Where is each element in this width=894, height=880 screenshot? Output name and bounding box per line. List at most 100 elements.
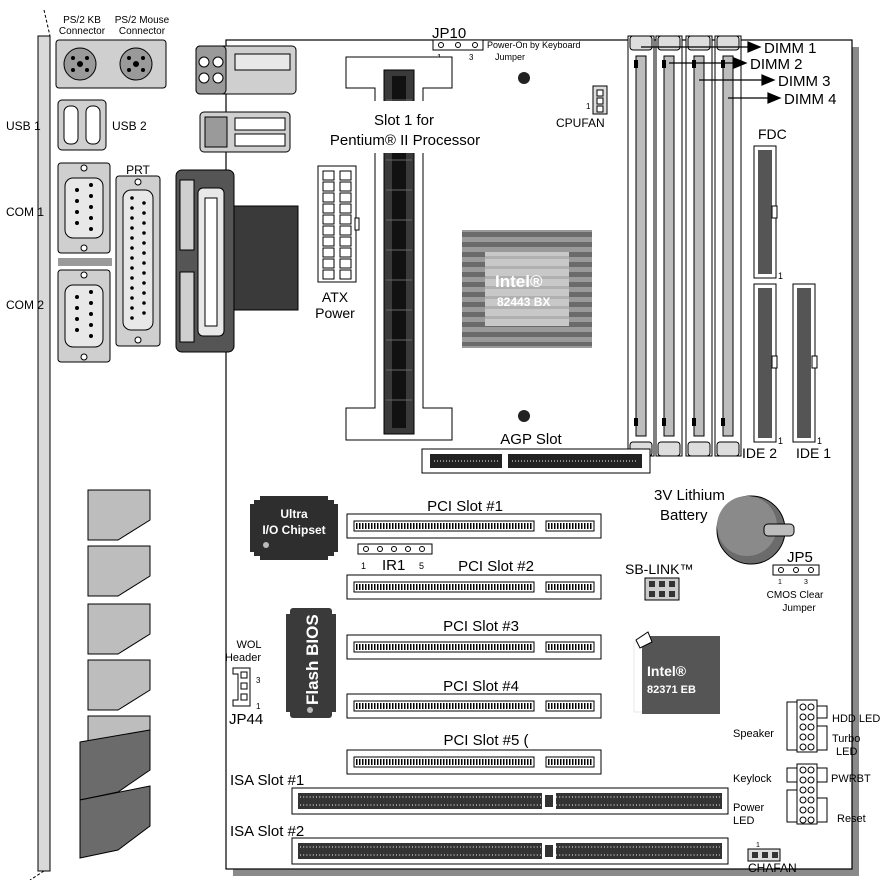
bx-brand: Intel® xyxy=(495,272,543,291)
dimm-slot xyxy=(655,35,683,457)
wol-line2: Header xyxy=(225,652,261,664)
pci-slot: PCI Slot #1 xyxy=(346,498,602,539)
intel-82443bx-chip: Intel® 82443 BX xyxy=(462,230,592,348)
atx-power-connector: ATX Power xyxy=(315,165,360,321)
board-parallel-stack xyxy=(175,169,299,353)
ultra-io-chip: Ultra I/O Chipset xyxy=(250,496,338,560)
usb1-label: USB 1 xyxy=(6,119,41,133)
power-led-label-2: LED xyxy=(733,815,754,827)
usb-ports xyxy=(57,99,107,151)
ultra-io-line1: Ultra xyxy=(280,507,308,521)
isa-slot xyxy=(291,787,729,815)
ide2-label: IDE 2 xyxy=(742,445,777,461)
dimm-slot xyxy=(685,35,713,457)
cpufan-header: 1 CPUFAN xyxy=(556,85,608,130)
ir1-pin1: 1 xyxy=(361,561,366,571)
pci-slot: PCI Slot #5 ( xyxy=(346,732,602,775)
pci3-label: PCI Slot #3 xyxy=(443,618,519,635)
pwrbt-label: PWRBT xyxy=(831,773,871,785)
dimm-slot xyxy=(627,35,655,457)
flash-bios-chip: Flash BIOS xyxy=(286,608,336,718)
chafan-pin: 1 xyxy=(756,842,760,849)
dimm1-label: DIMM 1 xyxy=(764,40,817,57)
back-panel: PS/2 KB Connector PS/2 Mouse Connector U… xyxy=(6,9,170,880)
dimm-slot xyxy=(714,35,742,457)
reset-label: Reset xyxy=(837,813,866,825)
isa-slots: ISA Slot #1 ISA Slot #2 xyxy=(230,772,729,865)
fdc-connector: FDC 1 xyxy=(753,126,787,281)
isa2-label: ISA Slot #2 xyxy=(230,823,304,840)
ide1-label: IDE 1 xyxy=(796,445,831,461)
slot-bracket-covers xyxy=(79,489,151,859)
jp10-title: JP10 xyxy=(432,25,466,42)
turbo-label-2: LED xyxy=(836,746,857,758)
jp44-label: JP44 xyxy=(229,711,263,728)
wol-header: WOL Header 3 1 JP44 xyxy=(225,639,263,728)
dimm3-label: DIMM 3 xyxy=(778,73,831,90)
fdc-label: FDC xyxy=(758,126,787,142)
pci-slot: PCI Slot #3 xyxy=(346,618,602,660)
wol-pin3: 3 xyxy=(256,676,261,685)
com-divider xyxy=(58,258,112,266)
com2-port xyxy=(57,269,111,363)
isa-slot xyxy=(291,837,729,865)
pci-slots: PCI Slot #1 PCI Slot #2 PCI Slot #3 PCI … xyxy=(346,498,602,775)
pci4-label: PCI Slot #4 xyxy=(443,678,519,695)
ide1-pin: 1 xyxy=(817,436,822,446)
turbo-label-1: Turbo xyxy=(832,733,860,745)
hdd-led-label: HDD LED xyxy=(832,713,880,725)
agp-label: AGP Slot xyxy=(500,431,562,448)
dimm-slots: DIMM 1 DIMM 2 DIMM 3 DIMM 4 xyxy=(627,35,837,457)
ir1-header: 1 IR1 5 xyxy=(357,543,433,574)
ps2-mouse-label-1: PS/2 Mouse xyxy=(115,15,170,26)
wol-line1: WOL xyxy=(236,639,261,651)
prt-label: PRT xyxy=(126,163,150,177)
eb-brand: Intel® xyxy=(647,663,687,679)
sblink-label: SB-LINK™ xyxy=(625,561,693,577)
usb2-label: USB 2 xyxy=(112,119,147,133)
chafan-header: 1 CHAFAN xyxy=(747,842,797,875)
printer-port xyxy=(115,175,161,347)
jp5-pin1: 1 xyxy=(778,579,782,586)
pci1-label: PCI Slot #1 xyxy=(427,498,503,515)
ps2-mouse-label-2: Connector xyxy=(119,26,166,37)
jp5-desc-2: Jumper xyxy=(782,603,816,614)
pci2-label: PCI Slot #2 xyxy=(458,558,534,575)
power-led-label-1: Power xyxy=(733,802,765,814)
cpufan-label: CPUFAN xyxy=(556,116,605,130)
slot1-label-1: Slot 1 for xyxy=(374,112,434,129)
jp5-title: JP5 xyxy=(787,549,813,566)
jp10-desc: Power-On by Keyboard xyxy=(487,40,581,50)
cpufan-pin: 1 xyxy=(586,102,591,111)
jp5-jumper: JP5 1 3 CMOS Clear Jumper xyxy=(767,549,824,614)
slot1-cpu: Slot 1 for Pentium® II Processor xyxy=(330,56,530,441)
pci-slot: PCI Slot #2 xyxy=(346,558,602,600)
ide2-connector: 1 IDE 2 xyxy=(742,283,783,461)
sblink-header: SB-LINK™ xyxy=(625,561,693,601)
com2-label: COM 2 xyxy=(6,298,44,312)
cmos-battery: 3V Lithium Battery xyxy=(654,487,795,565)
keylock-label: Keylock xyxy=(733,773,772,785)
battery-label-2: Battery xyxy=(660,507,708,524)
front-panel-header: Speaker HDD LED Turbo LED Keylock PWRBT … xyxy=(733,699,880,827)
pci5-label: PCI Slot #5 ( xyxy=(443,732,528,749)
jp5-pin3: 3 xyxy=(804,579,808,586)
battery-label-1: 3V Lithium xyxy=(654,487,725,504)
dimm2-label: DIMM 2 xyxy=(750,56,803,73)
fdc-pin: 1 xyxy=(778,271,783,281)
com1-port xyxy=(57,162,111,254)
speaker-label: Speaker xyxy=(733,728,774,740)
eb-model: 82371 EB xyxy=(647,684,696,696)
bx-model: 82443 BX xyxy=(497,295,550,309)
jp10-pin3: 3 xyxy=(469,53,474,62)
ir1-pin5: 5 xyxy=(419,561,424,571)
com1-label: COM 1 xyxy=(6,205,44,219)
isa1-label: ISA Slot #1 xyxy=(230,772,304,789)
mount-hole xyxy=(518,410,530,422)
ps2-connectors xyxy=(55,39,167,89)
ultra-io-line2: I/O Chipset xyxy=(262,523,325,537)
board-ps2-usb-stack xyxy=(195,45,297,153)
chafan-label: CHAFAN xyxy=(748,861,797,875)
ide1-connector: 1 IDE 1 xyxy=(792,283,831,461)
